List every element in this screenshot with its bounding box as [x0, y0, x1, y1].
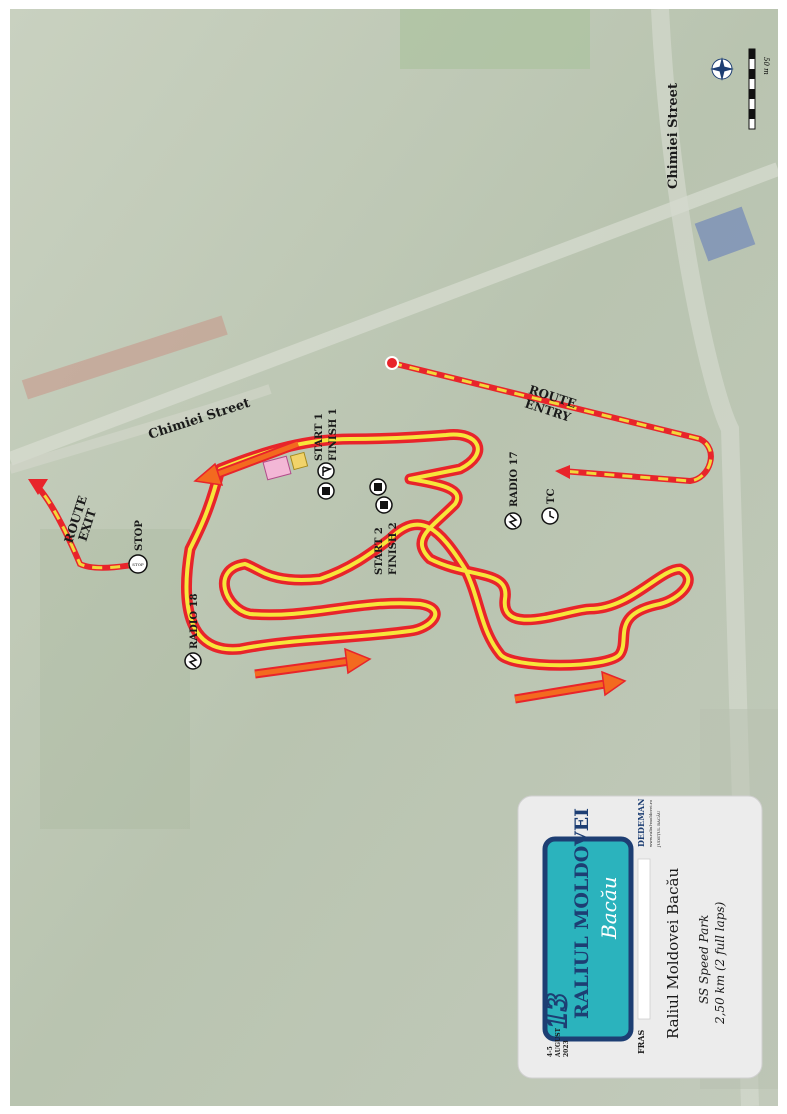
scale-label: 50 m [762, 57, 770, 75]
sponsor-logo-strip [637, 858, 651, 1020]
event-badge [542, 836, 634, 1042]
stage-markers: STOP [128, 451, 559, 670]
compass-rose-icon [710, 57, 734, 81]
spectator-area-icon [262, 455, 292, 481]
road-left [8, 384, 272, 474]
red-roofs [21, 315, 228, 400]
map-canvas: STOP Chimiei Street Chimiei Street ROUTE… [7, 8, 781, 1107]
event-name: RALIUL MOLDOVEI [571, 808, 593, 1019]
stop-sign-icon [128, 554, 148, 574]
direction-arrows [193, 439, 627, 704]
stage-length: 2,50 km (2 full laps) [713, 901, 727, 1025]
event-dates-2: AUGUST [555, 1027, 562, 1058]
road-diagonal [7, 162, 781, 466]
sponsor-url: www.raliul-moldovei.ro [648, 799, 653, 847]
label-finish2: FINISH 2 [388, 522, 399, 575]
info-card: 13 RALIUL MOLDOVEI Bacău 4-5 AUGUST 2023… [517, 795, 763, 1079]
event-dates-3: 2023 [563, 1040, 570, 1057]
route-entry-start-dot [385, 356, 399, 370]
rally-stage-map: STOP Chimiei Street Chimiei Street ROUTE… [7, 8, 781, 1107]
stage-title: Raliul Moldovei Bacău [664, 868, 682, 1039]
sponsor-dedeman: DEDEMAN [636, 799, 646, 847]
field-patch-1 [400, 9, 590, 69]
label-finish1: FINISH 1 [328, 408, 339, 461]
label-radio17: RADIO 17 [509, 451, 520, 507]
street-label-chimiei-right: Chimiei Street [666, 83, 681, 189]
event-city: Bacău [597, 876, 621, 940]
service-area-icon [289, 451, 309, 471]
route-entry [385, 356, 714, 485]
stage-name: SS Speed Park [697, 915, 711, 1004]
route-entry-arrowhead [555, 465, 570, 479]
label-stop: STOP [134, 520, 145, 551]
field-patch-2 [40, 529, 190, 829]
label-start1: START 1 [314, 413, 325, 461]
event-dates-1: 4-5 [547, 1046, 554, 1057]
track [181, 429, 694, 671]
sponsor-fras: FRAS [636, 1029, 646, 1054]
label-tc: TC [546, 489, 557, 504]
route-exit-arrowhead [28, 479, 48, 495]
event-number: 13 [543, 993, 573, 1029]
sponsor-judet: JUDEȚUL BACĂU [656, 810, 662, 848]
label-start2: START 2 [374, 527, 385, 575]
scale-bar: 50 m [748, 48, 770, 130]
stop-icon-text: STOP [132, 562, 144, 567]
road-vertical [651, 8, 759, 1107]
label-radio18: RADIO 18 [189, 593, 200, 649]
building-blue [694, 206, 756, 262]
route-exit [28, 479, 139, 571]
